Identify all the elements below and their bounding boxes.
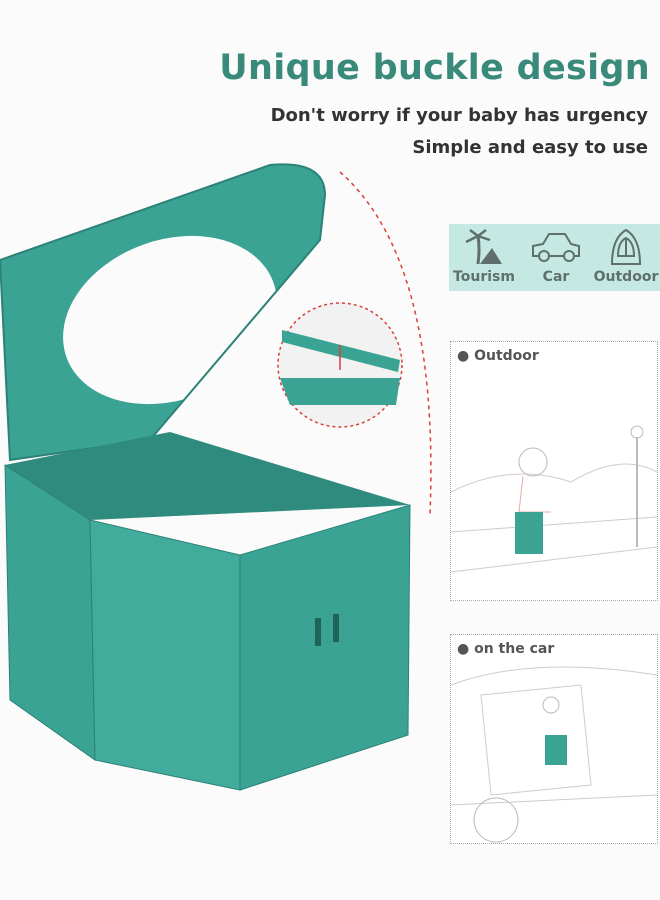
scene-car: ● on the car [450,634,658,844]
headline: Unique buckle design [219,48,650,88]
scene-outdoor: ● Outdoor [450,341,658,601]
subtitle-urgency: Don't worry if your baby has urgency [270,105,648,126]
potty-box [4,432,411,791]
car-scene-sketch [451,666,657,843]
scene-label: ● Outdoor [457,348,539,364]
subtitle-easy: Simple and easy to use [412,137,648,158]
toilet-lid [0,163,327,462]
tent-icon [610,228,642,265]
scene-label: ● on the car [457,641,555,657]
palm-tree-icon [465,229,502,265]
usage-car: Car [521,228,591,285]
outdoor-scene-sketch [451,425,657,573]
usage-outdoor: Outdoor [591,228,660,285]
usage-tourism: Tourism [449,228,519,285]
usage-label: Outdoor [593,269,659,285]
portable-potty-illustration [0,163,432,791]
usage-label: Tourism [453,269,515,285]
scene-label-text: on the car [474,641,555,657]
car-icon [532,233,580,262]
scene-label-text: Outdoor [474,348,539,364]
buckle-detail-zoom [277,302,403,428]
usage-icons-band: Tourism Car Outdoor [449,224,660,291]
usage-label: Car [542,269,570,285]
